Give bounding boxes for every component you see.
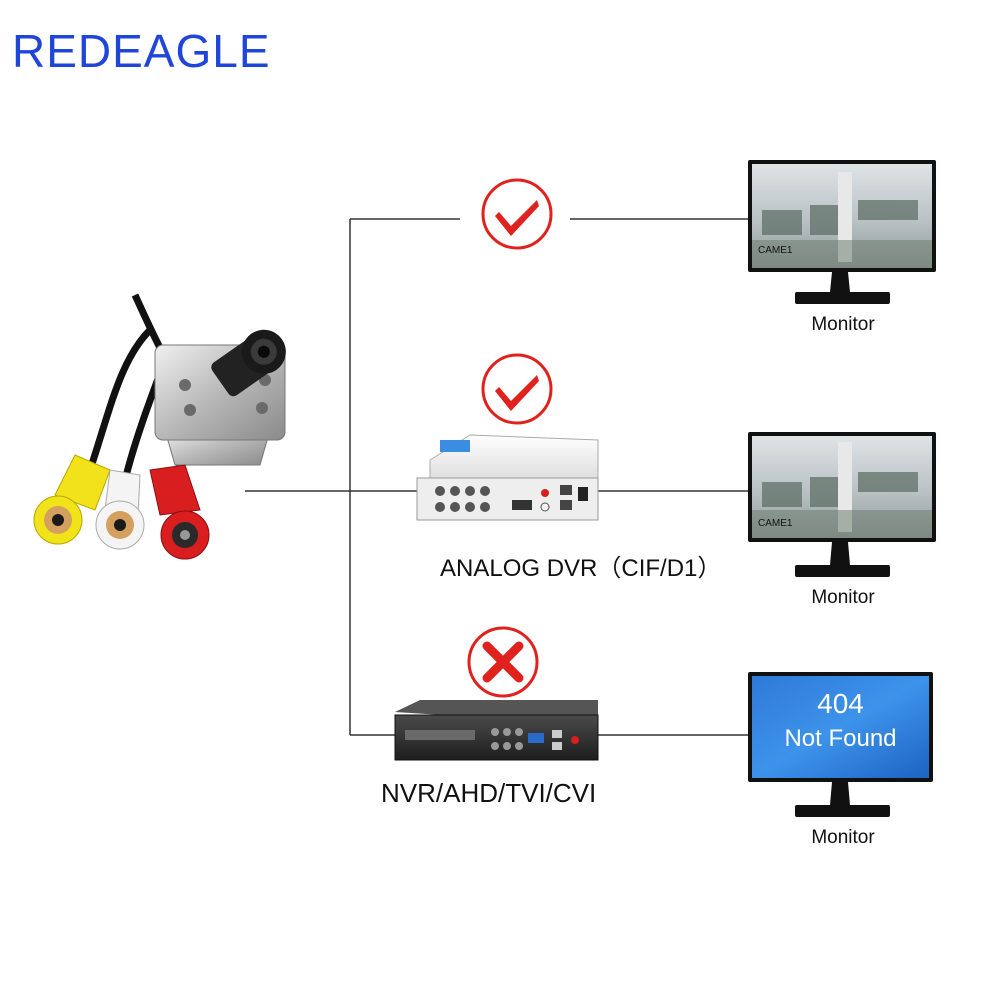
check-icon [483, 180, 551, 248]
screen-error-code: 404 [752, 688, 929, 720]
screen-error-message: Not Found [752, 725, 929, 753]
check-icon [483, 355, 551, 423]
camera-icon [34, 295, 294, 559]
nvr-icon [395, 700, 598, 760]
monitor-icon [748, 432, 936, 577]
analog-dvr-icon [417, 435, 598, 520]
monitor-label: Monitor [768, 587, 918, 609]
analog-dvr-label: ANALOG DVR（CIF/D1） [440, 548, 721, 583]
monitor-icon [748, 160, 936, 304]
nvr-label: NVR/AHD/TVI/CVI [381, 778, 596, 809]
monitor-label: Monitor [768, 314, 918, 336]
red-power-connector [150, 465, 209, 559]
monitor-label: Monitor [768, 827, 918, 849]
x-icon [469, 628, 537, 696]
screen-caption: CAME1 [758, 245, 792, 256]
screen-caption: CAME1 [758, 518, 792, 529]
